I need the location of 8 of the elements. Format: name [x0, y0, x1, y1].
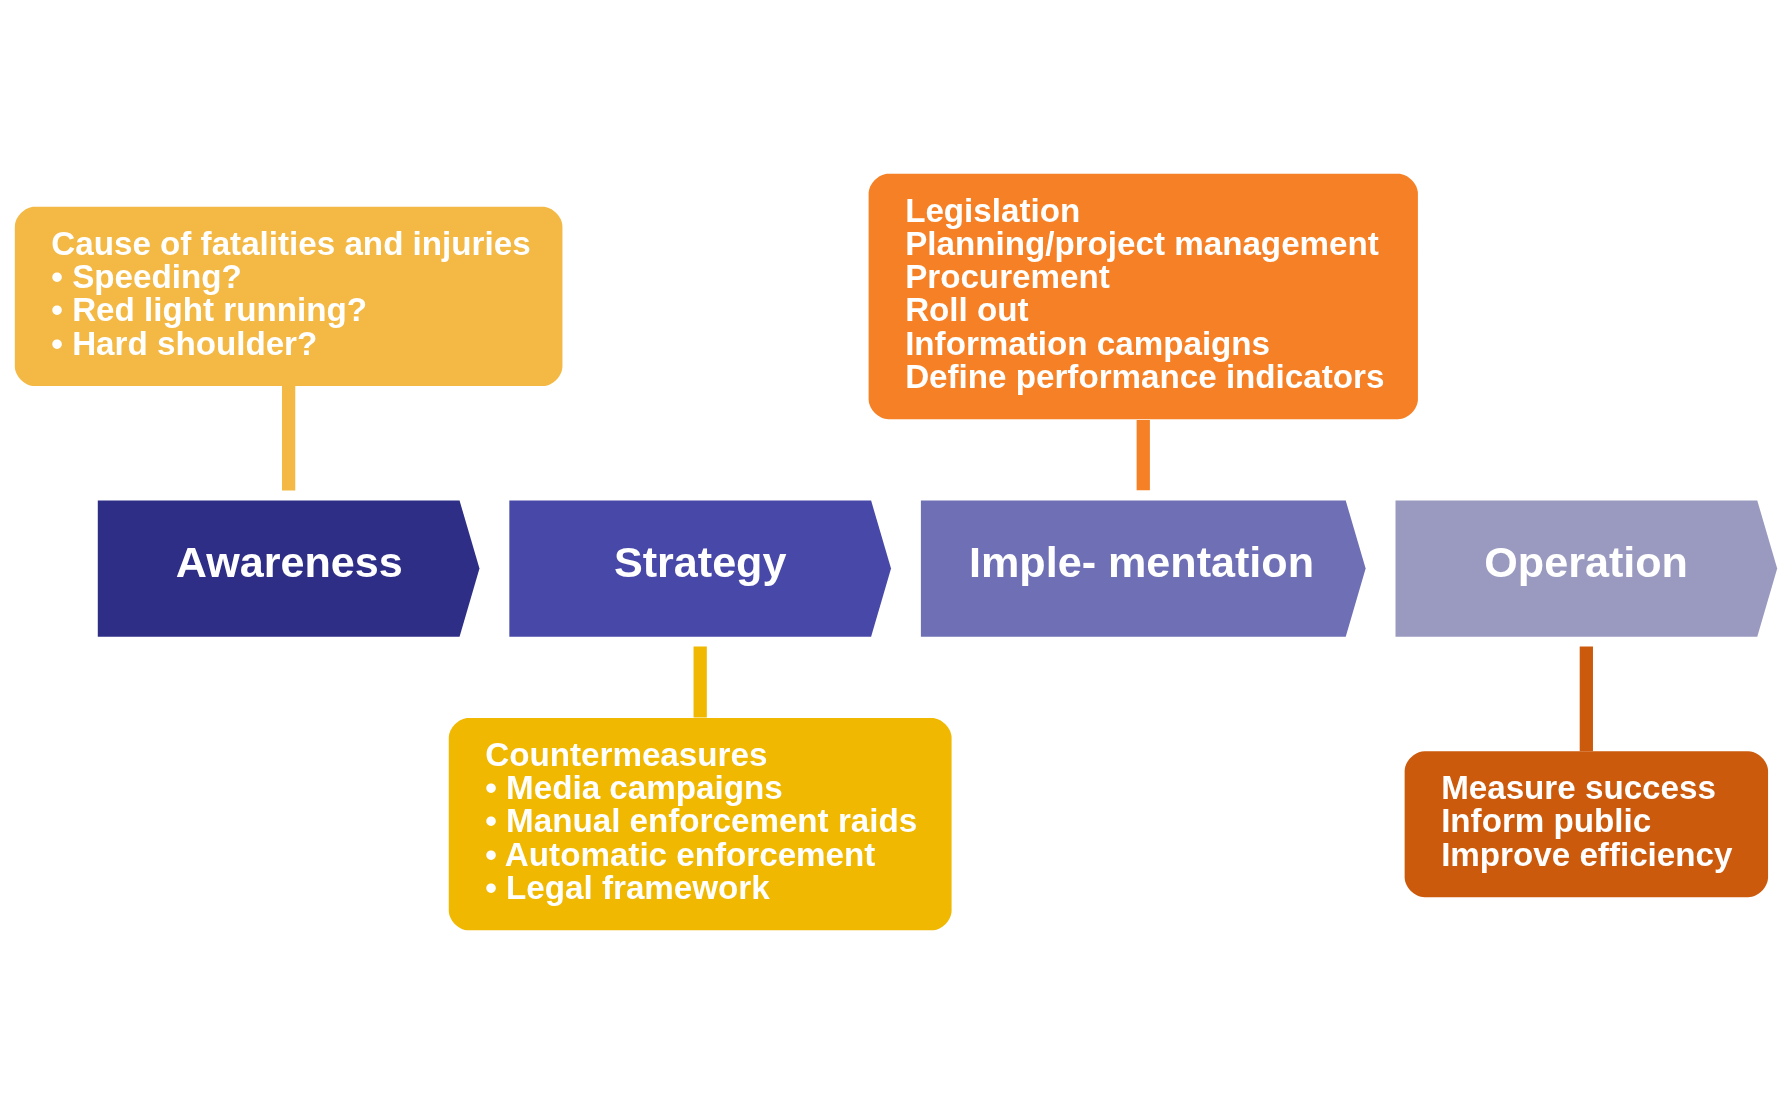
node-box: Countermeasures • Media campaigns • Manual enforcement raids • Automatic enforcement • Legal framework — [448, 717, 952, 930]
node-box: Legislation Planning/project management Procurement Roll out Information campaigns Define performance indicators — [868, 173, 1418, 419]
connector — [282, 385, 296, 490]
connector — [1136, 419, 1150, 490]
node-box: Measure success Inform public Improve efficiency — [1404, 750, 1769, 897]
node-box: Cause of fatalities and injuries • Speeding? • Red light running? • Hard shoulder? — [14, 206, 563, 386]
connector — [693, 646, 707, 718]
connector — [1579, 646, 1593, 751]
